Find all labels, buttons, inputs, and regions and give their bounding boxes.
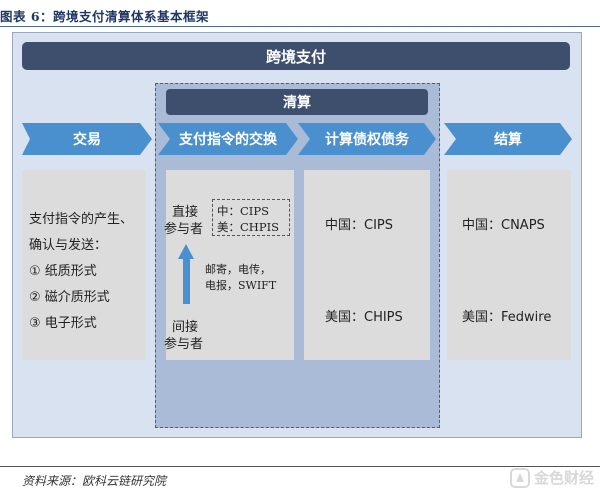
watermark-text: 金色财经 [533,469,594,487]
transaction-option: ② 磁介质形式 [29,290,110,305]
netting-panel [304,170,430,360]
stage-transaction-chevron: 交易 [22,123,152,155]
caption-divider [0,26,600,27]
up-arrow-icon [178,244,194,259]
direct-systems-box [212,199,290,236]
settlement-panel [447,170,571,360]
stage-instruction-exchange-chevron: 支付指令的交换 [158,123,298,155]
transaction-line: 确认与发送： [29,238,108,253]
stage-settlement-label: 结算 [494,132,522,148]
settlement-system-china: 中国：CNAPS [462,218,545,233]
transaction-option: ① 纸质形式 [29,264,97,279]
indirect-participant-label: 参与者 [164,337,204,352]
up-arrow-shaft [183,258,190,304]
stage-instruction-exchange-label: 支付指令的交换 [179,132,277,148]
netting-system-us: 美国：CHIPS [325,310,403,325]
stage-netting-chevron: 计算债权债务 [298,123,436,155]
source-note: 资料来源：欧科云链研究院 [22,474,167,488]
system-entry: 美：CHPIS [217,220,279,234]
figure-caption: 图表 6：跨境支付清算体系基本框架 [0,9,210,24]
stage-transaction-label: 交易 [73,132,101,148]
direct-participant-label: 直接 [172,205,199,220]
watermark-logo-icon [509,467,530,488]
indirect-participant-label: 间接 [172,320,199,335]
footer-divider [0,466,600,467]
channel-text: 电报，SWIFT [205,279,277,292]
watermark: 金色财经 [509,467,594,488]
transaction-line: 支付指令的产生、 [29,212,134,227]
transaction-panel [22,170,146,360]
channel-text: 邮寄，电传， [205,263,271,276]
settlement-system-us: 美国：Fedwire [462,310,552,325]
stage-netting-label: 计算债权债务 [325,132,409,148]
direct-participant-label: 参与者 [164,222,204,237]
clearing-title: 清算 [283,95,311,111]
transaction-option: ③ 电子形式 [29,316,97,331]
stage-settlement-chevron: 结算 [444,123,572,155]
cross-border-payment-title: 跨境支付 [265,47,326,66]
netting-system-china: 中国：CIPS [325,218,394,233]
system-entry: 中：CIPS [217,204,269,218]
clearing-bar: 清算 [166,89,428,115]
cross-border-payment-bar: 跨境支付 [22,42,570,70]
